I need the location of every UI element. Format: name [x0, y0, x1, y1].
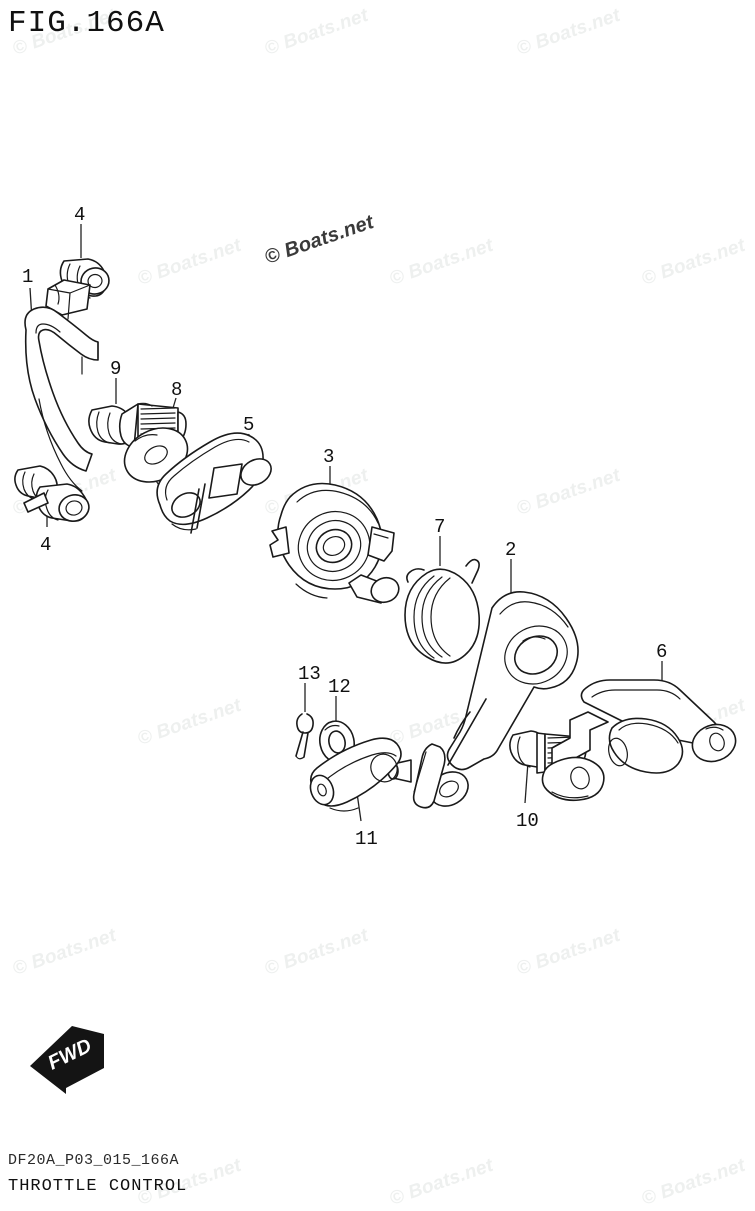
part-link-rod-arm	[309, 737, 402, 812]
callout-flat-washer: 8	[171, 379, 183, 401]
callout-return-spring: 7	[434, 516, 446, 538]
part-cable-clamp-upper	[45, 258, 110, 320]
part-throttle-link-plate	[156, 432, 272, 534]
part-return-spring	[404, 558, 481, 664]
part-cotter-pin	[295, 713, 314, 760]
callout-throttle-link-plate: 5	[243, 414, 255, 436]
fwd-arrow-icon: FWD	[26, 1024, 122, 1094]
figure-title: FIG.166A	[8, 6, 165, 41]
callout-wave-washer: 12	[328, 676, 351, 698]
part-throttle-cam	[269, 482, 400, 604]
part-cable-clamp-lower	[14, 465, 90, 522]
callout-lever-bolt: 10	[516, 810, 539, 832]
callout-link-rod-arm: 11	[355, 828, 378, 850]
callout-throttle-bracket: 6	[656, 641, 668, 663]
callout-pivot-bolt: 9	[110, 358, 122, 380]
callout-cotter-pin: 13	[298, 663, 321, 685]
callout-cable-clamp-upper: 4	[74, 204, 86, 226]
callout-throttle-cam: 3	[323, 446, 335, 468]
part-throttle-bracket	[541, 679, 737, 802]
callout-cable-clamp-lower: 4	[40, 534, 52, 556]
callout-throttle-cable: 1	[22, 266, 34, 288]
part-wave-washer	[319, 720, 355, 764]
diagram-code: DF20A_P03_015_166A	[8, 1152, 180, 1169]
diagram-subtitle: THROTTLE CONTROL	[8, 1177, 188, 1196]
callout-throttle-lever: 2	[505, 539, 517, 561]
